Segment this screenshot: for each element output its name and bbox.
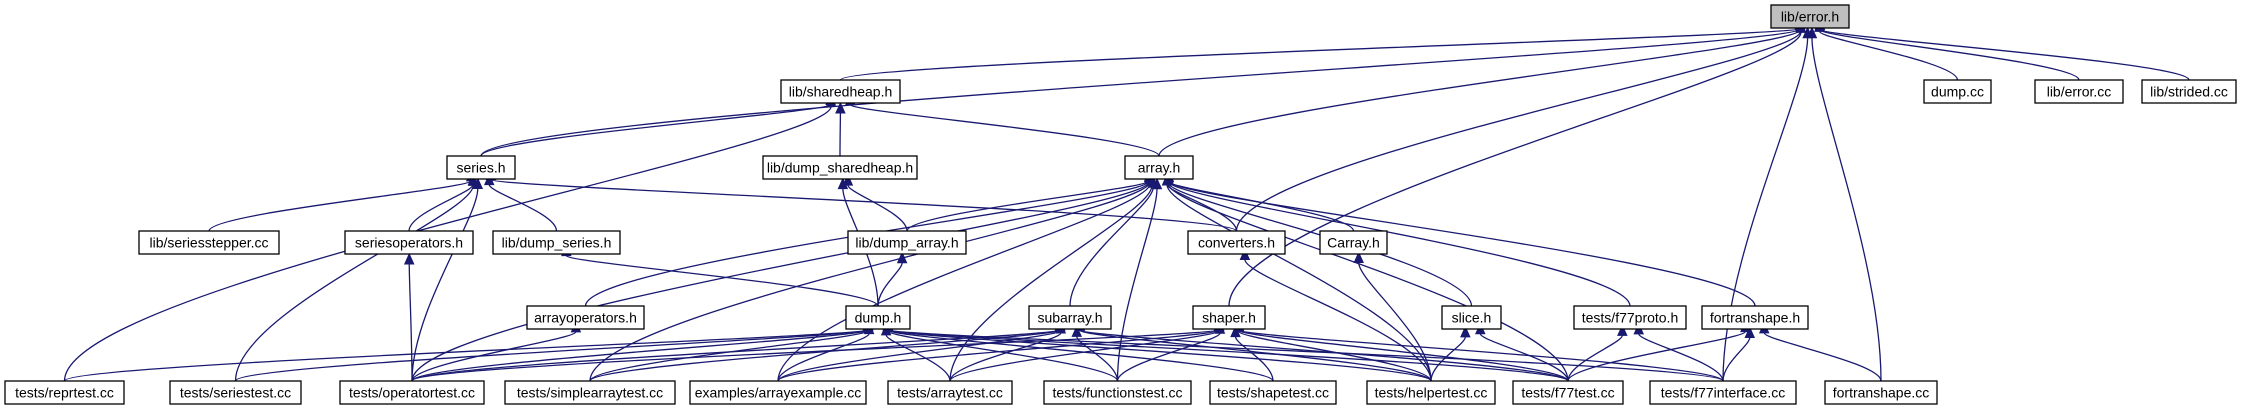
edge-strided_cc-to-error_h	[1814, 18, 2190, 81]
edge-simplearraytest_cc-to-array_h	[589, 171, 1155, 382]
node-label: Carray.h	[1327, 235, 1380, 251]
node-seriesstepper-cc[interactable]: lib/seriesstepper.cc	[138, 230, 280, 255]
node-operatortest-cc[interactable]: tests/operatortest.cc	[339, 380, 485, 405]
edge-dump_sharedheap_h-to-sharedheap_h	[835, 101, 846, 157]
node-label: lib/dump_sharedheap.h	[767, 160, 913, 176]
dependency-edges	[63, 17, 2190, 382]
node-error-cc[interactable]: lib/error.cc	[2034, 79, 2124, 104]
edge-shaper_h-to-error_h	[1228, 21, 1807, 307]
node-seriesoperators-h[interactable]: seriesoperators.h	[344, 230, 474, 255]
edge-f77interface_cc-to-f77proto_h	[1633, 322, 1724, 382]
edge-array_h-to-error_h	[1158, 18, 1806, 157]
edge-helpertest_cc-to-carray_h	[1353, 251, 1432, 382]
node-label: lib/error.cc	[2047, 84, 2112, 100]
node-label: dump.h	[855, 310, 902, 326]
edge-functionstest_cc-to-array_h	[1116, 177, 1163, 382]
node-label: shaper.h	[1202, 310, 1256, 326]
node-dump-cc[interactable]: dump.cc	[1923, 79, 1992, 104]
node-label: fortranshape.h	[1710, 310, 1800, 326]
node-fortranshape-h[interactable]: fortranshape.h	[1701, 305, 1809, 330]
edge-f77test_cc-to-f77proto_h	[1567, 324, 1628, 382]
node-label: tests/helpertest.cc	[1375, 385, 1488, 401]
edge-series_h-to-sharedheap_h	[480, 93, 836, 157]
node-functionstest-cc[interactable]: tests/functionstest.cc	[1043, 380, 1192, 405]
node-strided-cc[interactable]: lib/strided.cc	[2141, 79, 2237, 104]
edge-dump_array_h-to-dump_sharedheap_h	[842, 173, 908, 232]
edge-helpertest_cc-to-dump_h	[882, 318, 1432, 382]
node-label: lib/sharedheap.h	[789, 84, 893, 100]
edge-helpertest_cc-to-slice_h	[1430, 325, 1471, 382]
node-label: tests/f77test.cc	[1521, 385, 1614, 401]
node-label: tests/operatortest.cc	[349, 385, 475, 401]
node-label: tests/f77proto.h	[1582, 310, 1679, 326]
node-label: tests/simplearraytest.cc	[517, 385, 663, 401]
node-label: slice.h	[1452, 310, 1492, 326]
node-error-h[interactable]: lib/error.h	[1770, 4, 1850, 29]
node-array-h[interactable]: array.h	[1124, 155, 1194, 180]
node-shapetest-cc[interactable]: tests/shapetest.cc	[1209, 380, 1337, 405]
edge-seriesstepper_cc-to-series_h	[208, 169, 477, 232]
node-label: tests/f77interface.cc	[1661, 385, 1786, 401]
node-f77proto-h[interactable]: tests/f77proto.h	[1573, 305, 1687, 330]
node-label: subarray.h	[1037, 310, 1102, 326]
edge-dump_cc-to-error_h	[1814, 20, 1959, 81]
node-shaper-h[interactable]: shaper.h	[1192, 305, 1266, 330]
edge-arraytest_cc-to-array_h	[949, 174, 1158, 382]
node-label: converters.h	[1198, 235, 1275, 251]
edge-fortranshape_cc-to-fortranshape_h	[1758, 321, 1882, 382]
node-label: dump.cc	[1931, 84, 1984, 100]
node-label: series.h	[456, 160, 505, 176]
edge-converters_h-to-array_h	[1162, 173, 1238, 232]
edge-dump_h-to-dump_array_h	[877, 251, 908, 307]
node-f77test-cc[interactable]: tests/f77test.cc	[1512, 380, 1624, 405]
edge-array_h-to-sharedheap_h	[845, 93, 1160, 157]
file-nodes: lib/error.h lib/sharedheap.h dump.cc lib/er…	[4, 4, 2237, 405]
node-label: array.h	[1138, 160, 1181, 176]
node-subarray-h[interactable]: subarray.h	[1028, 305, 1112, 330]
node-helpertest-cc[interactable]: tests/helpertest.cc	[1366, 380, 1496, 405]
node-slice-h[interactable]: slice.h	[1441, 305, 1502, 330]
edge-functionstest_cc-to-shaper_h	[1116, 322, 1226, 382]
node-dump-sharedheap-h[interactable]: lib/dump_sharedheap.h	[762, 155, 918, 180]
node-label: fortranshape.cc	[1833, 385, 1930, 401]
edge-operatortest_cc-to-seriesoperators_h	[403, 252, 415, 382]
node-converters-h[interactable]: converters.h	[1187, 230, 1286, 255]
node-label: examples/arrayexample.cc	[695, 385, 862, 401]
node-seriestest-cc[interactable]: tests/seriestest.cc	[169, 380, 302, 405]
node-series-h[interactable]: series.h	[446, 155, 516, 180]
node-label: lib/strided.cc	[2150, 84, 2228, 100]
node-label: lib/error.h	[1781, 9, 1839, 25]
edge-fortranshape_cc-to-error_h	[1806, 26, 1882, 382]
node-label: seriesoperators.h	[355, 235, 463, 251]
node-label: lib/seriesstepper.cc	[149, 235, 268, 251]
node-label: lib/dump_array.h	[855, 235, 958, 251]
node-fortranshape-cc[interactable]: fortranshape.cc	[1824, 380, 1938, 405]
node-dump-h[interactable]: dump.h	[845, 305, 911, 330]
node-arraytest-cc[interactable]: tests/arraytest.cc	[887, 380, 1013, 405]
node-arrayexample-cc[interactable]: examples/arrayexample.cc	[689, 380, 867, 405]
node-label: tests/arraytest.cc	[897, 385, 1003, 401]
node-arrayoperators-h[interactable]: arrayoperators.h	[526, 305, 645, 330]
node-label: tests/seriestest.cc	[180, 385, 291, 401]
node-dump-series-h[interactable]: lib/dump_series.h	[492, 230, 621, 255]
node-label: lib/dump_series.h	[502, 235, 612, 251]
node-reprtest-cc[interactable]: tests/reprtest.cc	[4, 380, 125, 405]
node-f77interface-cc[interactable]: tests/f77interface.cc	[1649, 380, 1797, 405]
edge-sharedheap_h-to-error_h	[839, 17, 1806, 81]
node-dump-array-h[interactable]: lib/dump_array.h	[847, 230, 967, 255]
node-label: tests/shapetest.cc	[1217, 385, 1329, 401]
node-sharedheap-h[interactable]: lib/sharedheap.h	[780, 79, 901, 104]
node-carray-h[interactable]: Carray.h	[1319, 230, 1388, 255]
edge-converters_h-to-error_h	[1235, 20, 1806, 232]
node-simplearraytest-cc[interactable]: tests/simplearraytest.cc	[504, 380, 676, 405]
node-label: tests/functionstest.cc	[1053, 385, 1183, 401]
edge-f77interface_cc-to-fortranshape_h	[1722, 326, 1756, 382]
node-label: tests/reprtest.cc	[15, 385, 114, 401]
edge-dump_h-to-dump_series_h	[561, 244, 879, 307]
node-label: arrayoperators.h	[534, 310, 637, 326]
